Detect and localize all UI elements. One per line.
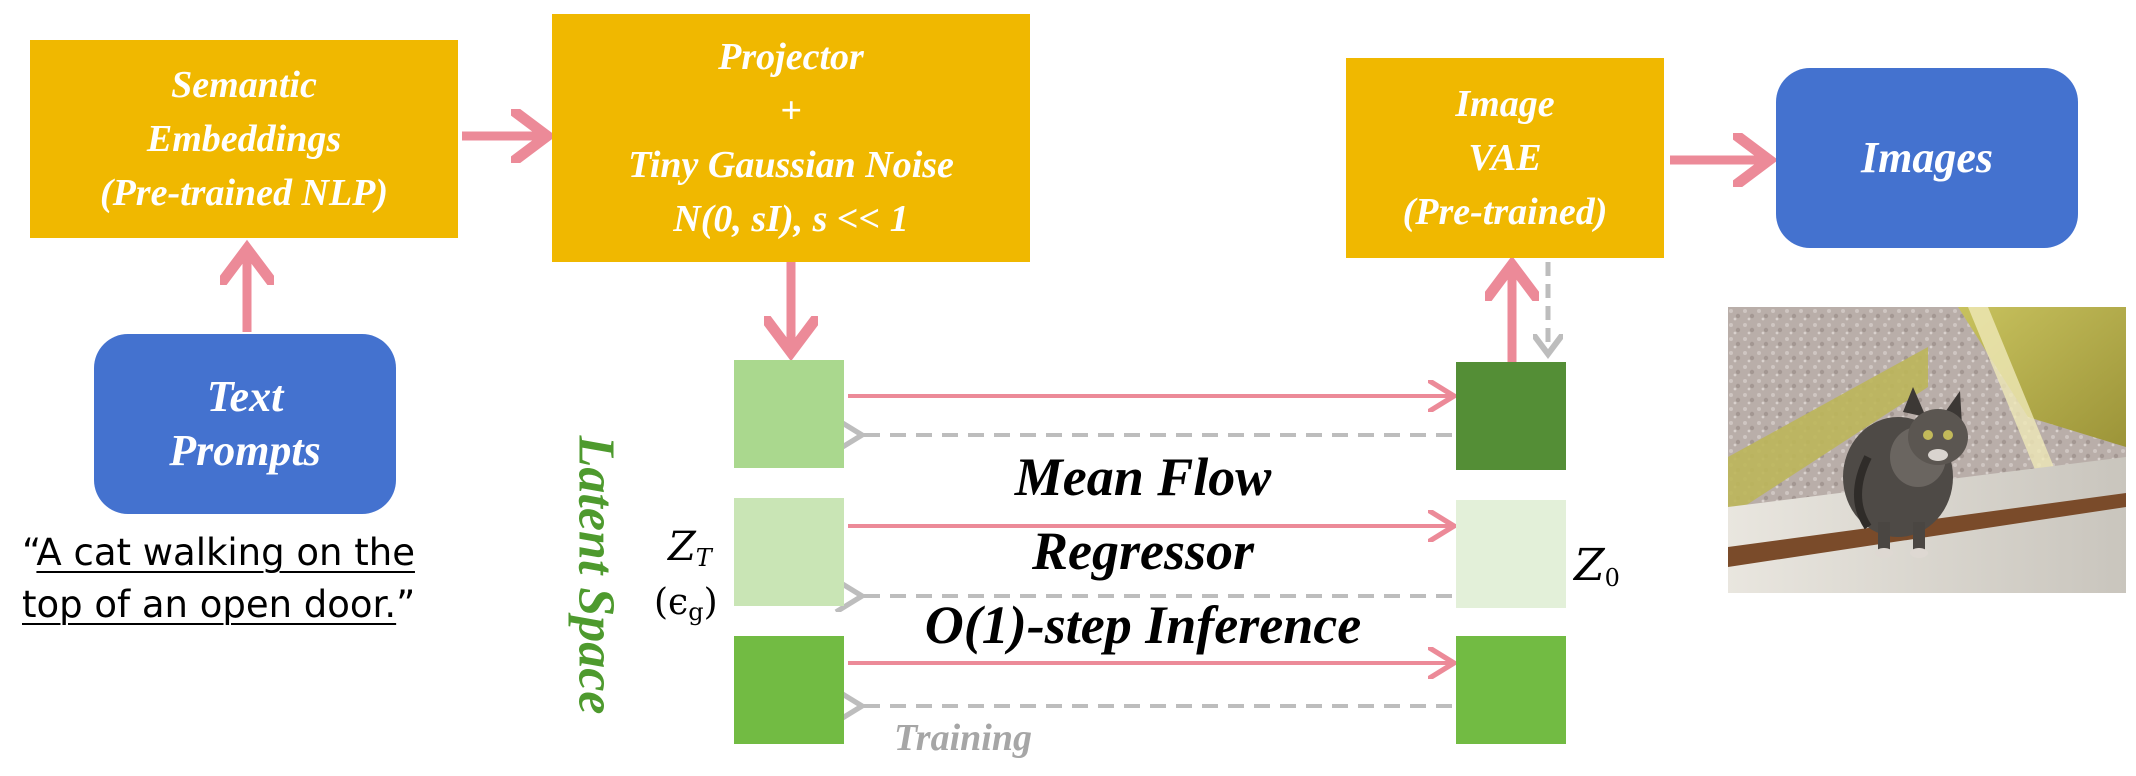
eps-close: ) bbox=[703, 582, 718, 623]
eps-sub: g bbox=[688, 598, 704, 626]
latent-square-right-3 bbox=[1456, 636, 1566, 744]
latent-square-left-3 bbox=[734, 636, 844, 744]
projector-line-1: Projector bbox=[718, 36, 864, 78]
zt-label: ZT bbox=[668, 524, 712, 572]
latent-square-left-1 bbox=[734, 360, 844, 468]
close-quote-mark: ” bbox=[396, 583, 416, 626]
cat-photo-illustration bbox=[1728, 307, 2126, 593]
projector-line-3: Tiny Gaussian Noise bbox=[628, 144, 954, 186]
generated-cat-photo bbox=[1728, 307, 2126, 593]
quote-text-1: A cat walking on the bbox=[36, 531, 415, 574]
projector-line-4: N(0, sI), s << 1 bbox=[673, 198, 909, 240]
text-prompts-box: Text Prompts bbox=[94, 334, 396, 514]
images-label: Images bbox=[1861, 133, 1993, 182]
zt-sub: T bbox=[695, 544, 712, 572]
training-label: Training bbox=[894, 717, 1032, 759]
quote-text-2: top of an open door. bbox=[22, 583, 397, 626]
eps-open: (ϵ bbox=[654, 582, 689, 623]
images-box: Images bbox=[1776, 68, 2078, 248]
text-prompts-line-1: Text bbox=[206, 372, 284, 421]
semantic-line-3: (Pre-trained NLP) bbox=[99, 172, 389, 214]
quote-line-2: top of an open door.” bbox=[22, 579, 502, 631]
z0-label: Z0 bbox=[1574, 540, 1620, 592]
mean-flow-label: Mean Flow bbox=[1014, 447, 1272, 507]
image-vae-box: Image VAE (Pre-trained) bbox=[1346, 58, 1664, 258]
z0-sub: 0 bbox=[1604, 564, 1620, 592]
open-quote-mark: “ bbox=[22, 531, 37, 574]
inference-label: O(1)-step Inference bbox=[924, 595, 1362, 655]
latent-space-label: Latent Space bbox=[567, 435, 625, 715]
semantic-line-2: Embeddings bbox=[146, 118, 342, 160]
latent-square-right-2 bbox=[1456, 500, 1566, 608]
vae-line-3: (Pre-trained) bbox=[1402, 191, 1608, 233]
eps-g-label: (ϵg) bbox=[654, 582, 718, 626]
z0-base: Z bbox=[1574, 540, 1605, 591]
vae-line-2: VAE bbox=[1468, 137, 1542, 179]
projector-line-2: + bbox=[780, 90, 802, 132]
projector-box: Projector + Tiny Gaussian Noise N(0, sI)… bbox=[552, 14, 1030, 262]
regressor-label: Regressor bbox=[1031, 521, 1255, 581]
semantic-embeddings-box: Semantic Embeddings (Pre-trained NLP) bbox=[30, 40, 458, 238]
latent-square-left-2 bbox=[734, 498, 844, 606]
semantic-line-1: Semantic bbox=[171, 64, 317, 106]
text-prompts-line-2: Prompts bbox=[169, 426, 321, 475]
zt-base: Z bbox=[668, 524, 696, 570]
latent-square-right-1 bbox=[1456, 362, 1566, 470]
vae-line-1: Image bbox=[1455, 83, 1555, 125]
example-prompt-quote: “A cat walking on the top of an open doo… bbox=[22, 527, 502, 631]
quote-line-1: “A cat walking on the bbox=[22, 527, 502, 579]
